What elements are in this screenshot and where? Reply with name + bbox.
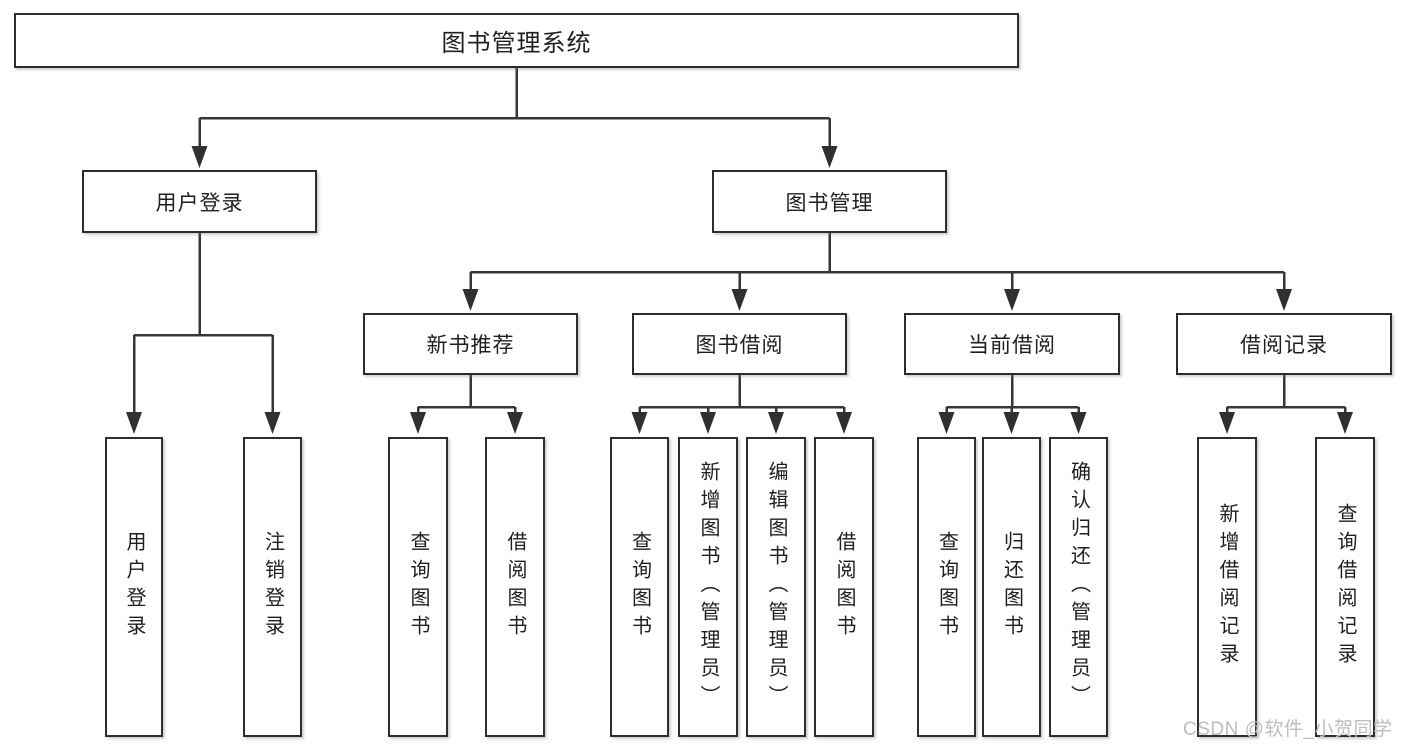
- leaf-borrow-books-2: 借阅图书: [814, 437, 874, 737]
- csdn-watermark: CSDN @软件_小贺同学: [1183, 719, 1393, 740]
- node-label: 确认归还（管理员）: [1067, 461, 1090, 713]
- node-book-borrow: 图书借阅: [632, 313, 847, 375]
- leaf-user-login: 用户登录: [105, 437, 163, 737]
- node-label: 当前借阅: [968, 334, 1056, 357]
- node-label: 新增借阅记录: [1216, 503, 1238, 671]
- node-new-book-recommend: 新书推荐: [363, 313, 578, 375]
- leaf-borrow-books-1: 借阅图书: [485, 437, 545, 737]
- node-label: 图书管理系统: [441, 30, 592, 57]
- node-label: 查询图书: [407, 531, 429, 643]
- node-label: 借阅图书: [833, 531, 855, 643]
- node-label: 借阅记录: [1240, 334, 1328, 357]
- node-book-management: 图书管理: [712, 170, 947, 233]
- node-current-borrow: 当前借阅: [904, 313, 1120, 375]
- leaf-return-books: 归还图书: [982, 437, 1041, 737]
- node-label: 用户登录: [155, 191, 244, 215]
- leaf-add-books-admin: 新增图书（管理员）: [678, 437, 738, 737]
- node-label: 查询图书: [628, 531, 651, 643]
- node-user-login: 用户登录: [82, 170, 317, 233]
- node-label: 编辑图书（管理员）: [765, 461, 787, 713]
- leaf-logout: 注销登录: [243, 437, 302, 737]
- node-label: 新书推荐: [426, 334, 515, 357]
- node-label: 新增图书（管理员）: [697, 461, 719, 713]
- node-label: 图书管理: [785, 191, 874, 215]
- leaf-query-books-1: 查询图书: [388, 437, 448, 737]
- node-label: 用户登录: [123, 531, 145, 643]
- node-label: 查询借阅记录: [1334, 503, 1356, 671]
- node-library-management-system: 图书管理系统: [14, 13, 1019, 68]
- node-borrow-records: 借阅记录: [1176, 313, 1392, 375]
- leaf-query-borrow-record: 查询借阅记录: [1315, 437, 1375, 737]
- leaf-edit-books-admin: 编辑图书（管理员）: [746, 437, 806, 737]
- leaf-confirm-return-admin: 确认归还（管理员）: [1049, 437, 1108, 737]
- node-label: 查询图书: [935, 531, 958, 643]
- node-label: 归还图书: [1000, 531, 1023, 643]
- node-label: 注销登录: [261, 531, 284, 643]
- node-label: 图书借阅: [695, 334, 784, 357]
- leaf-query-books-3: 查询图书: [917, 437, 976, 737]
- leaf-query-books-2: 查询图书: [610, 437, 669, 737]
- leaf-add-borrow-record: 新增借阅记录: [1197, 437, 1257, 737]
- node-label: 借阅图书: [504, 531, 526, 643]
